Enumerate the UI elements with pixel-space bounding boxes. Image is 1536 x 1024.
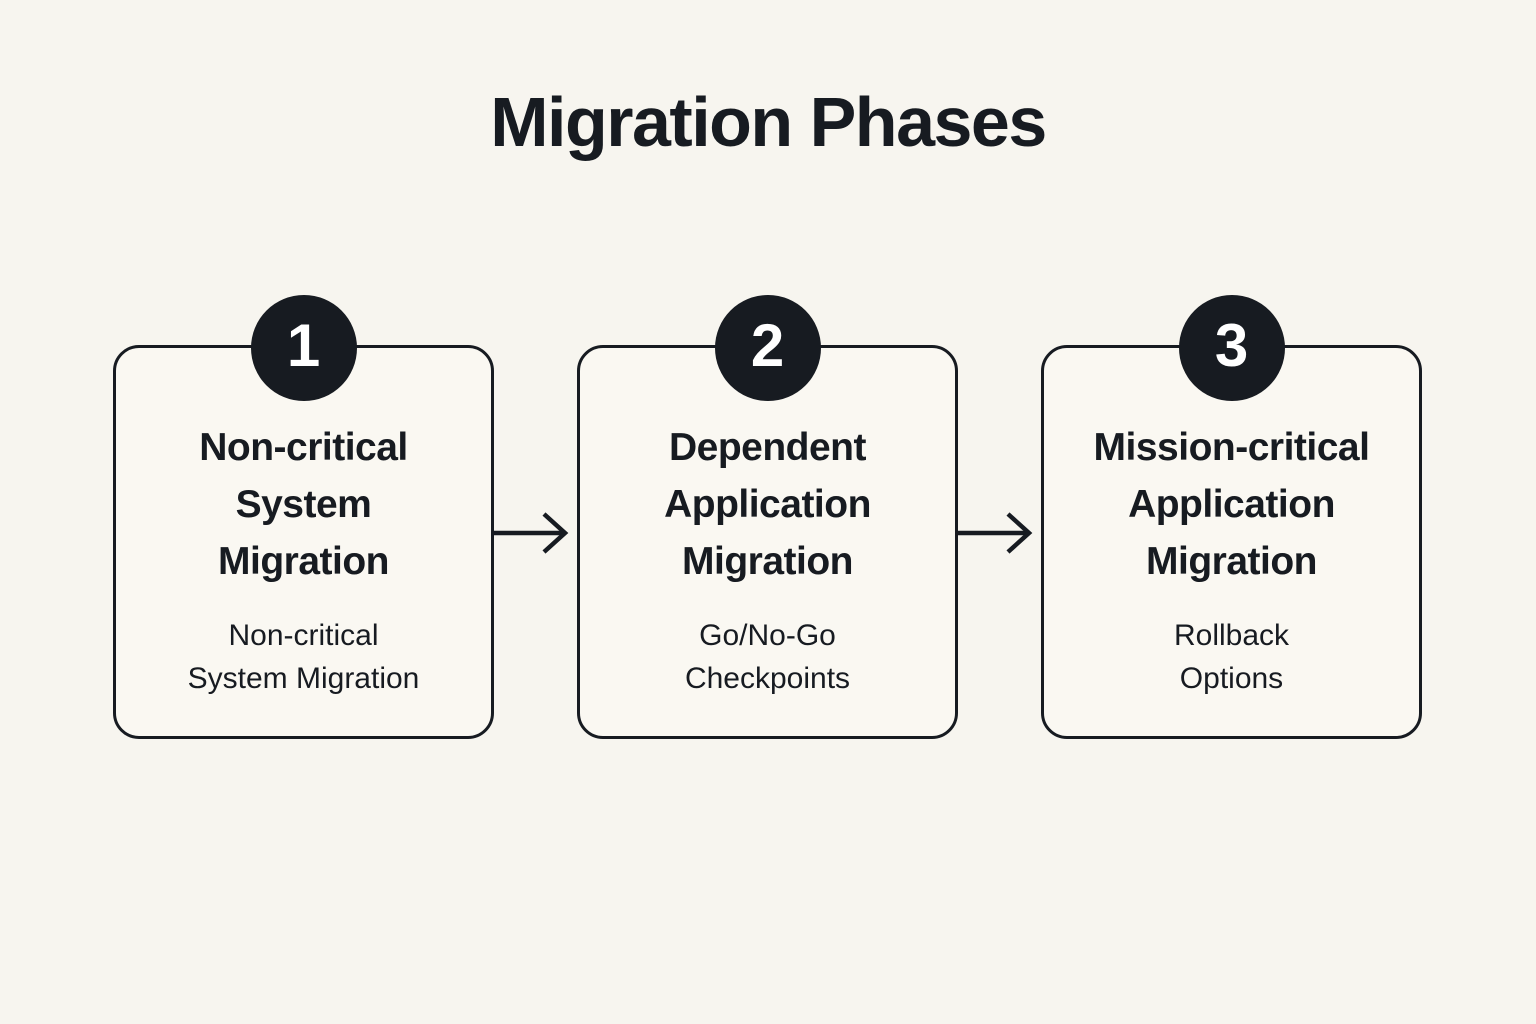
page-title: Migration Phases: [490, 83, 1047, 161]
phase-card-1: 1 Non-critical System Migration Non-crit…: [113, 295, 494, 739]
phase-2-number: 2: [750, 312, 785, 379]
phase-card-2: 2 Dependent Application Migration Go/No-…: [577, 295, 958, 739]
arrow-right-icon: [956, 511, 1038, 555]
phase-3-title: Mission-critical Application Migration: [1093, 426, 1370, 583]
phase-card-3: 3 Mission-critical Application Migration…: [1041, 295, 1422, 739]
phase-3-number-badge: 3: [1178, 295, 1285, 401]
phase-1-number-badge: 1: [250, 295, 357, 401]
phase-2-subtitle: Go/No-Go Checkpoints: [684, 618, 851, 695]
phase-1-title: Non-critical System Migration: [199, 426, 408, 583]
arrow-right-icon: [492, 511, 574, 555]
phase-1-number: 1: [286, 312, 321, 379]
phase-2-number-badge: 2: [714, 295, 821, 401]
phase-2-title: Dependent Application Migration: [664, 426, 871, 583]
phase-1-subtitle: Non-critical System Migration: [187, 618, 420, 695]
phase-3-number: 3: [1214, 312, 1249, 379]
phase-3-subtitle: Rollback Options: [1173, 618, 1290, 695]
